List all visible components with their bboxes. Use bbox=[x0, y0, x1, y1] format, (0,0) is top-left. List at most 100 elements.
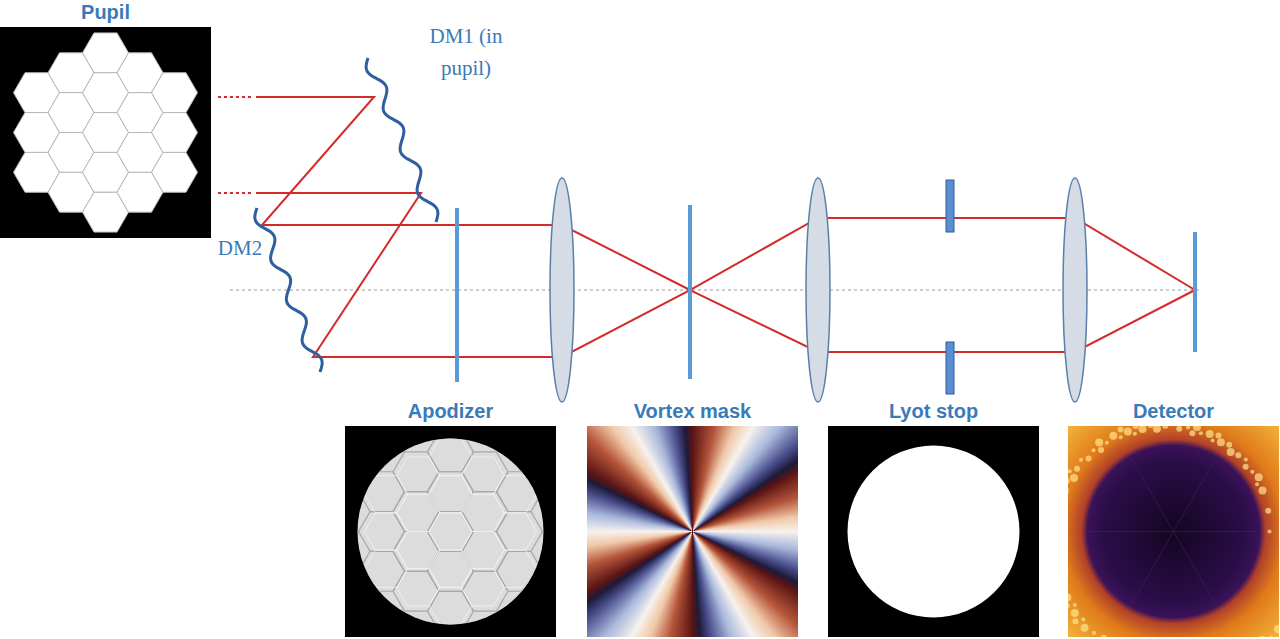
speckle bbox=[1189, 430, 1195, 436]
mirror-segment bbox=[393, 571, 439, 611]
mirror-segment bbox=[461, 457, 504, 494]
apodizer-plane bbox=[455, 208, 459, 382]
apodizer-pattern bbox=[345, 426, 556, 637]
figure-panel: Detector bbox=[1068, 399, 1279, 637]
speckle bbox=[1070, 474, 1078, 482]
ray-dotted bbox=[218, 96, 252, 98]
speckle bbox=[1071, 609, 1079, 617]
detector-image bbox=[1068, 426, 1279, 637]
apodizer-image bbox=[345, 426, 556, 637]
speckle bbox=[1162, 426, 1168, 429]
deformable-mirror bbox=[366, 58, 438, 222]
mirror-segment bbox=[494, 513, 537, 550]
apodizer-disk bbox=[358, 439, 544, 625]
panel-title: Lyot stop bbox=[828, 399, 1039, 423]
speckle bbox=[1176, 426, 1182, 432]
lens bbox=[1063, 178, 1087, 402]
mirror-segment bbox=[462, 452, 508, 492]
speckle bbox=[1068, 603, 1070, 609]
mirror-segment bbox=[397, 494, 440, 531]
mirror-segment bbox=[429, 476, 472, 513]
mirror-segment bbox=[429, 513, 472, 550]
mirror-segment bbox=[429, 438, 472, 475]
mirror-segment bbox=[428, 551, 474, 591]
mirror-segment bbox=[393, 452, 439, 492]
mirror-segment bbox=[365, 550, 408, 587]
speckle bbox=[1265, 508, 1271, 514]
speckle bbox=[1105, 441, 1109, 445]
vortex-image bbox=[587, 426, 798, 637]
mirror-segment bbox=[428, 512, 474, 552]
speckle bbox=[1148, 426, 1154, 428]
panel-title: Apodizer bbox=[345, 399, 556, 423]
vortex-phase-map bbox=[587, 426, 798, 637]
mirror-segment bbox=[494, 550, 537, 587]
panel-title: Pupil bbox=[0, 0, 211, 24]
dark-hole-structure bbox=[1174, 531, 1259, 532]
optical-axis bbox=[230, 290, 1200, 291]
speckle-pattern bbox=[1068, 426, 1279, 637]
mirror-segment bbox=[152, 113, 198, 153]
speckle bbox=[1258, 636, 1266, 637]
speckle bbox=[1193, 426, 1201, 431]
speckle bbox=[1138, 426, 1146, 433]
mirror-label: DM1 (in pupil) bbox=[406, 20, 526, 84]
speckle bbox=[1068, 487, 1069, 495]
speckle bbox=[1068, 478, 1070, 484]
panel-title: Vortex mask bbox=[587, 399, 798, 423]
dark-hole-structure bbox=[1089, 531, 1174, 532]
dark-hole-structure bbox=[1131, 458, 1174, 532]
mirror-segment bbox=[397, 457, 440, 494]
dark-hole-structure bbox=[1174, 458, 1217, 532]
speckle bbox=[1133, 432, 1137, 436]
mirror-segment bbox=[429, 587, 472, 624]
speckle bbox=[1079, 458, 1083, 462]
speckle bbox=[1211, 439, 1215, 443]
mirror-segment bbox=[461, 494, 504, 531]
mirror-segment bbox=[428, 472, 474, 512]
mirror-segment bbox=[152, 73, 198, 113]
speckle bbox=[1268, 636, 1274, 637]
speckle bbox=[1098, 447, 1104, 453]
segmented-pupil bbox=[0, 27, 211, 238]
mirror-segment bbox=[365, 476, 408, 513]
figure-panel: Lyot stop bbox=[828, 399, 1039, 637]
speckle bbox=[1109, 432, 1117, 440]
speckle bbox=[1133, 426, 1139, 429]
speckle bbox=[1073, 603, 1077, 607]
dark-hole-structure bbox=[1174, 532, 1217, 606]
figure-panel: Apodizer bbox=[345, 399, 556, 637]
mirror-segment bbox=[429, 550, 472, 587]
figure-panel: Pupil bbox=[0, 0, 211, 238]
lyot-stop-blade bbox=[946, 342, 954, 394]
focal-mask-plane bbox=[688, 205, 692, 379]
speckle bbox=[1117, 426, 1123, 432]
speckle bbox=[1068, 594, 1071, 602]
mirror-segment bbox=[497, 512, 543, 552]
speckle bbox=[1081, 624, 1089, 632]
panel-title: Detector bbox=[1068, 399, 1279, 423]
speckle bbox=[1227, 448, 1235, 456]
speckle bbox=[1206, 430, 1214, 438]
speckle bbox=[1081, 618, 1085, 622]
speckle bbox=[1091, 448, 1095, 452]
ray-lower bbox=[256, 193, 1195, 357]
mirror-label: DM2 bbox=[214, 232, 266, 264]
speckle bbox=[1101, 635, 1107, 637]
speckle bbox=[1226, 442, 1232, 448]
speckle bbox=[1217, 438, 1225, 446]
lens bbox=[806, 178, 830, 402]
speckle bbox=[1074, 466, 1080, 472]
speckle bbox=[1244, 458, 1248, 462]
mirror-segment bbox=[397, 569, 440, 606]
speckle bbox=[1124, 427, 1132, 435]
light-rays bbox=[218, 97, 1195, 357]
speckle bbox=[1243, 464, 1249, 470]
speckle bbox=[1235, 452, 1241, 458]
deformable-mirror bbox=[255, 208, 322, 372]
mirror-segment bbox=[462, 571, 508, 611]
speckle bbox=[1268, 530, 1272, 534]
speckle bbox=[1186, 426, 1190, 430]
mirror-segment bbox=[462, 492, 508, 532]
